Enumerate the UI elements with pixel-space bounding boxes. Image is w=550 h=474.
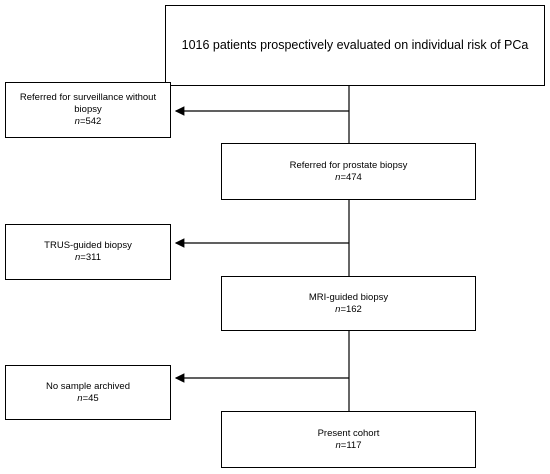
box-trus-biopsy: TRUS-guided biopsy n=311 [5,224,171,280]
box-no-sample: No sample archived n=45 [5,365,171,420]
box-no-sample-label: No sample archived [46,380,130,392]
box-no-sample-count: n=45 [77,392,99,404]
box-prostate-biopsy: Referred for prostate biopsy n=474 [221,143,476,200]
box-total-patients: 1016 patients prospectively evaluated on… [165,5,545,86]
box-present-cohort-label: Present cohort [317,427,380,439]
box-prostate-biopsy-count: n=474 [335,171,362,183]
box-total-patients-label: 1016 patients prospectively evaluated on… [181,38,529,52]
box-surveillance-label: Referred for surveillance without biopsy [19,92,157,115]
box-present-cohort: Present cohort n=117 [221,411,476,468]
box-mri-biopsy-count: n=162 [335,303,362,315]
box-prostate-biopsy-label: Referred for prostate biopsy [289,159,408,171]
box-surveillance-count: n=542 [74,116,102,127]
box-trus-biopsy-label: TRUS-guided biopsy [44,240,132,251]
box-trus-biopsy-count: n=311 [75,252,101,263]
box-surveillance: Referred for surveillance without biopsy… [5,82,171,138]
box-present-cohort-count: n=117 [335,439,362,451]
box-mri-biopsy-label: MRI-guided biopsy [308,291,389,303]
box-mri-biopsy: MRI-guided biopsy n=162 [221,276,476,331]
